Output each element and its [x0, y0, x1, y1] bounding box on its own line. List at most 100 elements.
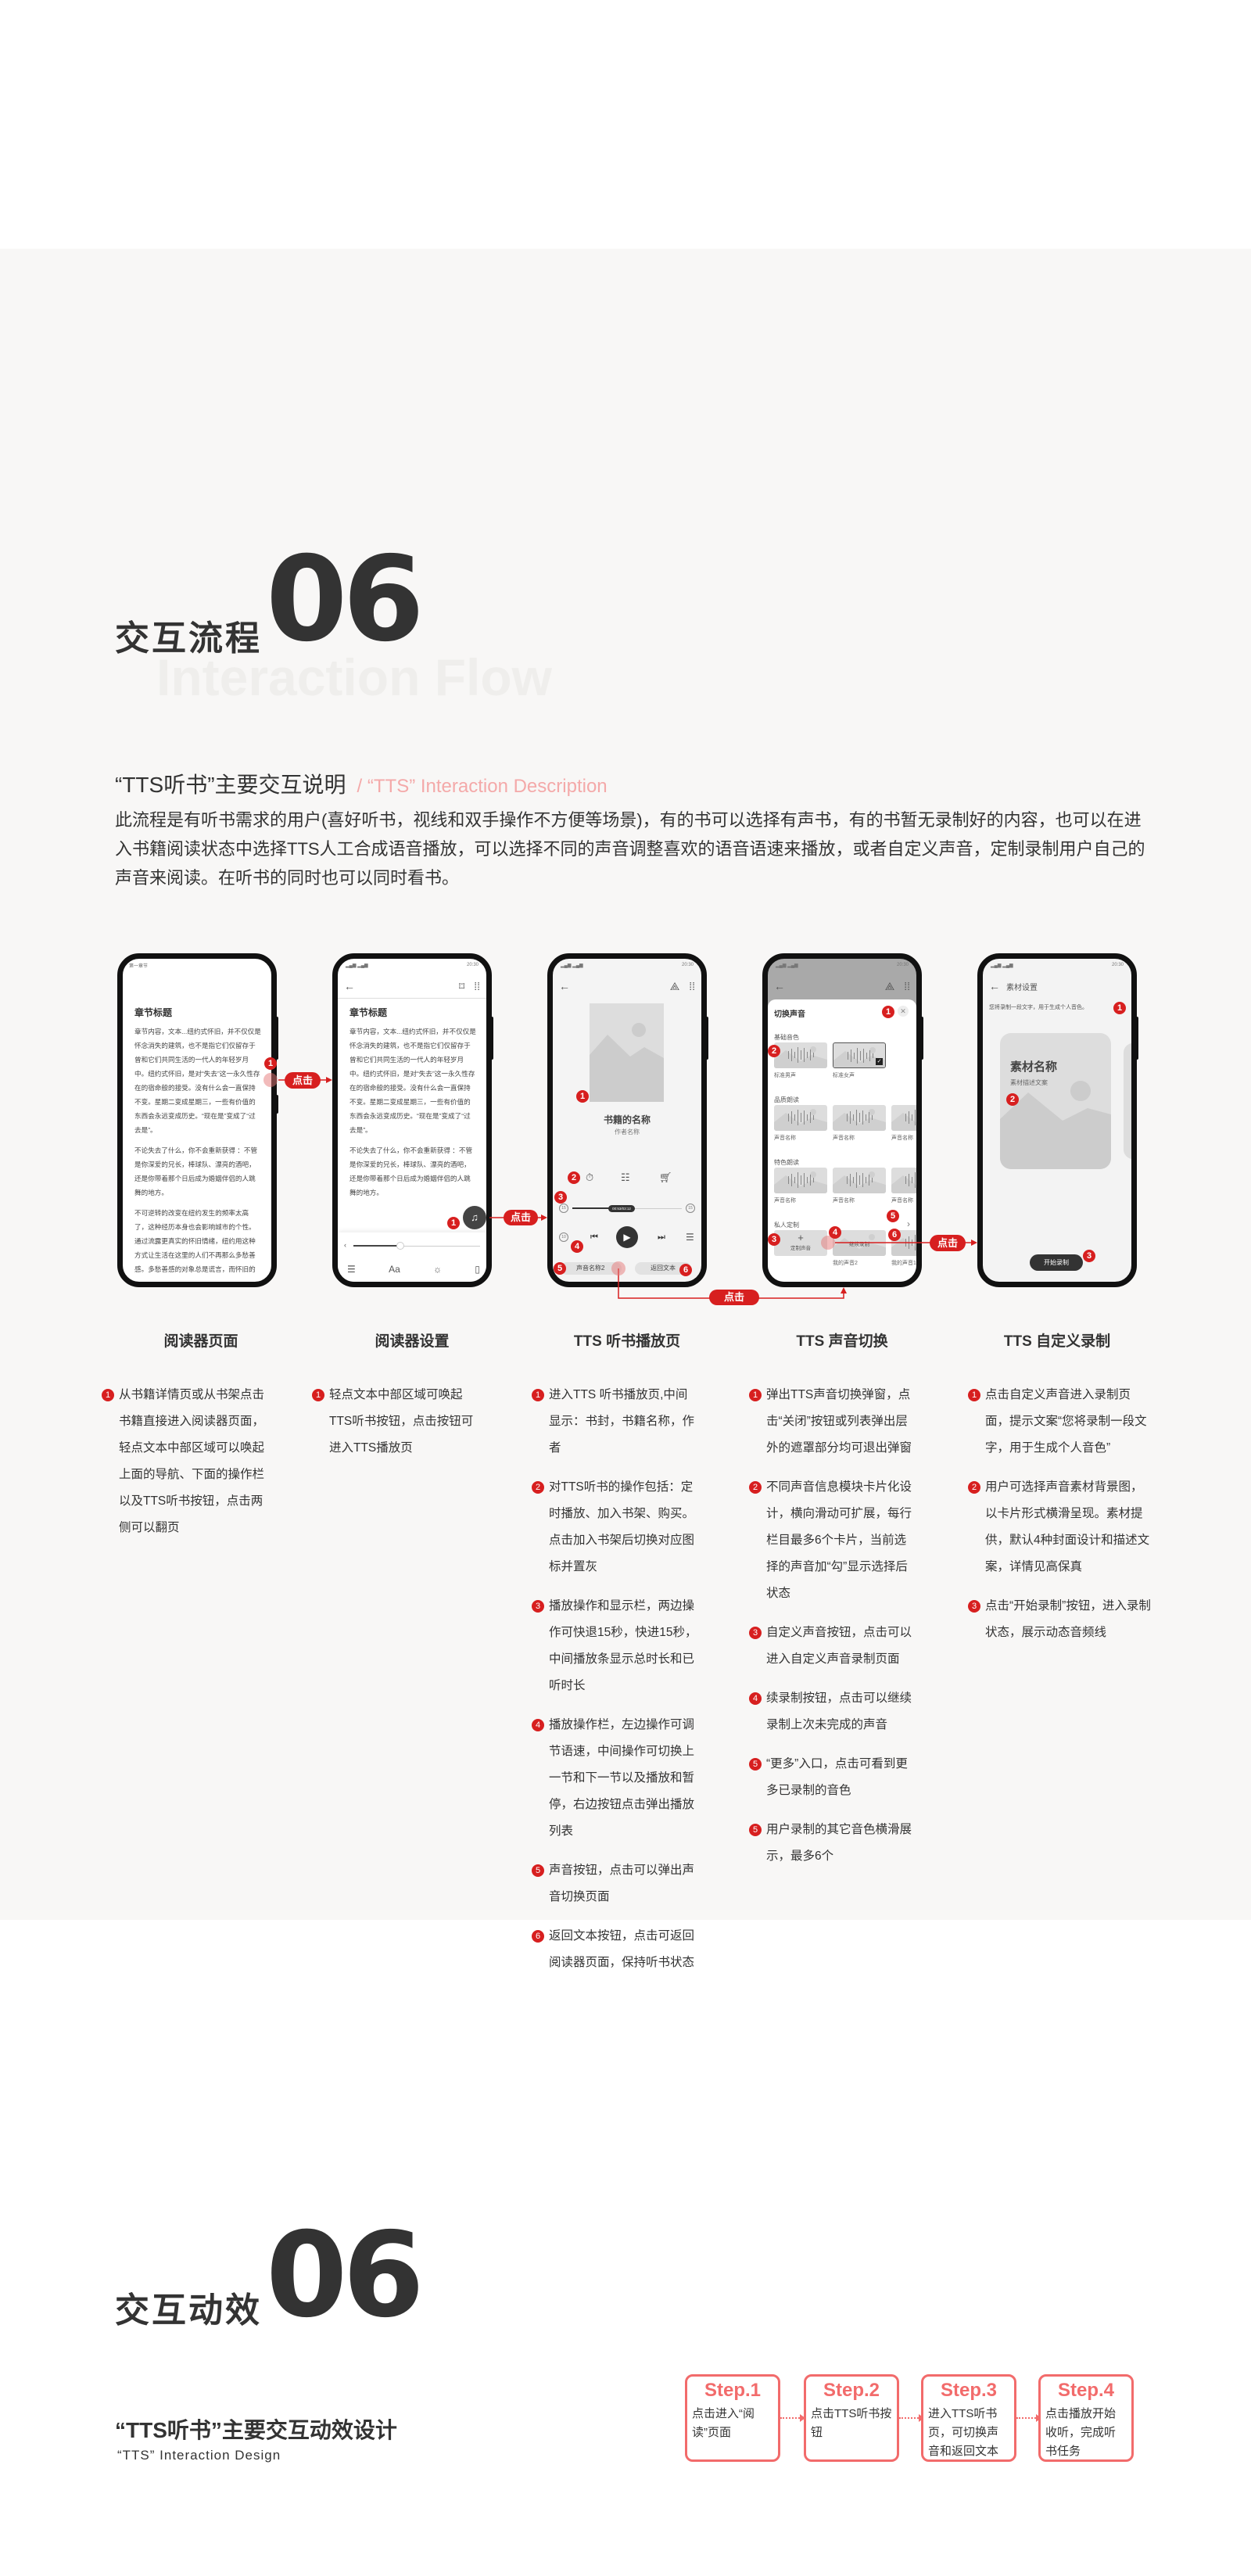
more-icon[interactable]: ⁞⁞: [904, 979, 910, 992]
click-label: 点击: [504, 1210, 538, 1225]
phone-voice-switch: ▂▄▆ ▂▄▆20:30 ← ⟁⁞⁞ 切换声音 ✕ 1 基础音色标准男声✓标准女…: [762, 953, 922, 1287]
screen-title: 阅读器设置: [375, 1333, 450, 1350]
page-mode-icon[interactable]: ▯: [475, 1264, 480, 1275]
selected-check-icon: ✓: [876, 1058, 883, 1065]
page-slider[interactable]: [353, 1242, 480, 1250]
share-icon[interactable]: ⟁: [884, 979, 895, 992]
close-icon: ✕: [900, 1007, 906, 1015]
subtitle-en: / “TTS” Interaction Description: [357, 776, 608, 797]
note-text: 续录制按钮，点击可以继续录制上次未完成的声音: [766, 1692, 912, 1731]
play-progress-bar[interactable]: 00:53/03:12: [572, 1205, 682, 1212]
page-slider-handle[interactable]: [396, 1242, 404, 1250]
note-number-badge: 6: [532, 1930, 544, 1943]
rewind-15-button[interactable]: 15: [559, 1204, 568, 1213]
note-number-badge: 1: [532, 1389, 544, 1401]
custom-voice-button[interactable]: +定制声音: [774, 1230, 827, 1256]
tts-headphone-button[interactable]: ♫: [463, 1206, 486, 1229]
playlist-icon[interactable]: ☰: [686, 1232, 694, 1243]
play-time-label[interactable]: 00:53/03:12: [608, 1205, 635, 1212]
chapter-title: 章节标题: [349, 1007, 388, 1018]
step-text: 点击播放开始收听，完成听书任务: [1045, 2407, 1117, 2458]
signal-icon: ▂▄▆ ▂▄▆: [346, 963, 368, 968]
step-label: Step.3: [940, 2380, 998, 2401]
book-cover: [590, 1003, 664, 1102]
phone-side-button: [705, 1017, 708, 1060]
voice-card[interactable]: [774, 1105, 827, 1131]
voice-card[interactable]: [891, 1168, 916, 1193]
back-arrow-icon[interactable]: ←: [559, 980, 570, 992]
start-record-button[interactable]: 开始录制: [1030, 1254, 1083, 1271]
voice-card[interactable]: [774, 1042, 827, 1068]
font-settings-button[interactable]: Aa: [389, 1264, 400, 1275]
status-bar: ▂▄▆ ▂▄▆20:30: [561, 963, 694, 969]
back-to-text-button[interactable]: 返回文本: [635, 1262, 691, 1275]
section-title-en: Interaction Flow: [156, 648, 553, 706]
speed-button[interactable]: 10: [559, 1232, 568, 1242]
note-number-badge: 5: [749, 1758, 762, 1771]
book-title: 书籍的名称: [603, 1114, 651, 1125]
note-number-badge: 5: [749, 1824, 762, 1836]
note-text: 点击自定义声音进入录制页面，提示文案“您将录制一段文字，用于生成个人音色”: [985, 1388, 1147, 1455]
note-number-badge: 1: [749, 1389, 762, 1401]
note-number-badge: 2: [532, 1481, 544, 1494]
voice-card[interactable]: [774, 1168, 827, 1193]
section2-subtitle: “TTS听书”主要交互动效设计: [115, 2418, 397, 2442]
annotation-badge: 1: [1113, 1002, 1126, 1014]
top-nav: ← 素材设置: [989, 979, 1125, 993]
close-button[interactable]: ✕: [898, 1006, 909, 1017]
sheet-title: 切换声音: [774, 1010, 805, 1019]
catalog-icon[interactable]: ☰: [347, 1264, 356, 1275]
voice-card-label: 声音名称: [833, 1198, 855, 1204]
voice-card[interactable]: ✓: [833, 1042, 886, 1068]
phone-reader-page: 第一章节 章节标题 章节内容，文本...纽约式怀旧，并不仅仅是怀念消失的建筑，也…: [117, 953, 277, 1287]
timer-clock-icon[interactable]: ⏱︎: [586, 1171, 594, 1183]
brightness-icon[interactable]: ☼: [433, 1264, 443, 1275]
back-arrow-icon[interactable]: ←: [774, 980, 785, 992]
chapter-text[interactable]: 章节内容，文本...纽约式怀旧，并不仅仅是怀念消失的建筑，也不是指它们仅留存于曾…: [134, 1024, 261, 1282]
note-number-badge: 3: [749, 1627, 762, 1639]
voice-button[interactable]: 声音名称2: [561, 1262, 622, 1275]
add-to-shelf-icon[interactable]: ☷: [621, 1171, 630, 1183]
prev-chapter-icon[interactable]: ‹: [344, 1241, 346, 1249]
arrow-head: [326, 1077, 332, 1083]
note-number-badge: 4: [749, 1692, 762, 1705]
material-card[interactable]: 素材名称 素材描述文案 2: [1000, 1033, 1111, 1169]
status-time: 20:30: [681, 963, 694, 967]
voice-card-label: 声音名称: [833, 1136, 855, 1141]
next-chapter-icon[interactable]: ⏭︎: [658, 1232, 665, 1242]
image-placeholder-icon: [590, 1023, 664, 1102]
note-number-badge: 1: [968, 1389, 980, 1401]
annotation-badge: 5: [554, 1262, 566, 1275]
note-text: 声音按钮，点击可以弹出声音切换页面: [549, 1864, 695, 1903]
touch-indicator: [611, 1261, 626, 1275]
forward-15-button[interactable]: 15: [686, 1204, 695, 1213]
more-icon[interactable]: ⁞⁞: [474, 979, 480, 992]
note-text: 自定义声音按钮，点击可以进入自定义声音录制页面: [766, 1626, 912, 1666]
note-text: 用户录制的其它音色横滑展示，最多6个: [766, 1823, 912, 1863]
bookmark-icon[interactable]: ⌑: [459, 979, 465, 992]
play-button[interactable]: ▶: [616, 1226, 638, 1248]
voice-card[interactable]: [833, 1105, 886, 1131]
annotation-badge: 2: [568, 1171, 580, 1184]
voice-card-label: 声音名称: [891, 1136, 913, 1141]
previous-chapter-icon[interactable]: ⏮︎: [590, 1232, 598, 1242]
voice-card[interactable]: [833, 1168, 886, 1193]
annotation-badge: 1: [447, 1217, 460, 1229]
note-text: “更多”入口，点击可看到更多已录制的音色: [766, 1757, 908, 1797]
more-icon[interactable]: ⁞⁞: [689, 979, 695, 992]
voice-card[interactable]: [891, 1105, 916, 1131]
note-text: 轻点文本中部区域可唤起TTS听书按钮，点击按钮可进入TTS播放页: [329, 1388, 474, 1455]
share-icon[interactable]: ⟁: [669, 979, 680, 992]
more-chevron-icon[interactable]: ›: [907, 1218, 910, 1229]
voice-card-label: 标准女声: [833, 1073, 855, 1078]
screen-title: TTS 自定义录制: [1003, 1333, 1111, 1350]
cart-icon[interactable]: 🛒︎: [659, 1171, 672, 1183]
back-arrow-icon[interactable]: ←: [344, 980, 355, 992]
chapter-text[interactable]: 章节内容，文本...纽约式怀旧，并不仅仅是怀念消失的建筑，也不是指它们仅留存于曾…: [349, 1024, 476, 1206]
back-arrow-icon[interactable]: ←: [989, 980, 1000, 992]
material-card-title: 素材名称: [1010, 1060, 1058, 1074]
next-material-card[interactable]: [1124, 1043, 1131, 1159]
annotation-badge: 6: [679, 1264, 692, 1276]
